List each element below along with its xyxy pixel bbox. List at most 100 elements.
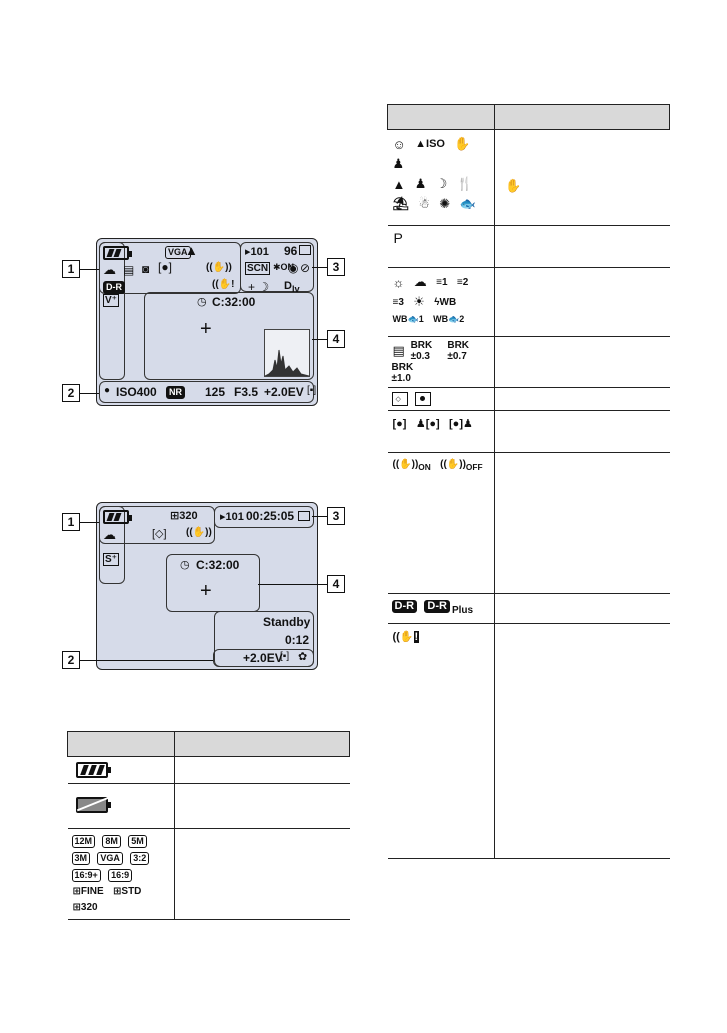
table-row: ☺ ▲ISO ✋ ♟ ▲ ♟ ☽ 🍴 ⛱ ☃ ✺ 🐟 ✋	[387, 129, 670, 226]
underwater-icon: 🐟	[459, 196, 476, 211]
left-row-battery-empty-desc	[174, 783, 350, 829]
movie-folder-icon: ▸101	[220, 511, 244, 523]
movie-frame-1-column	[99, 506, 125, 584]
wb-fluorescent-3-icon: ≡3	[392, 296, 404, 308]
right-row-wb-icon-cell: ☼ ☁ ≡1 ≡2 ≡3 ☀ ϟWB WB🐟1 WB🐟2	[387, 267, 495, 337]
image-size-3-2-icon: 3:2	[130, 852, 150, 865]
face-detection-auto-icon: [●]	[392, 417, 407, 430]
right-row-shake-icon-cell: ((✋!	[387, 623, 495, 859]
dr-plus-icon: D-R	[424, 600, 450, 613]
still-red-eye-icon: ◉	[288, 261, 299, 275]
still-battery-icon	[103, 246, 132, 260]
right-table-header-meaning	[494, 104, 670, 130]
still-frame-1-column	[99, 242, 125, 380]
movie-size-std-icon: ⊞STD	[113, 886, 142, 898]
movie-callout-4: 4	[327, 575, 345, 593]
still-scene-icon: SCN	[245, 262, 271, 275]
movie-multi-metering-icon: [▪]	[280, 651, 290, 662]
right-row-scene-icon-cell: ☺ ▲ISO ✋ ♟ ▲ ♟ ☽ 🍴 ⛱ ☃ ✺ 🐟	[387, 129, 495, 226]
fireworks-icon: ✺	[439, 196, 451, 211]
wb-fluorescent-1-icon: ≡1	[436, 276, 448, 288]
movie-callout-1: 1	[62, 513, 80, 531]
still-aperture: F3.5	[234, 385, 259, 399]
still-dr-icon: D-R	[103, 281, 125, 294]
right-row-wb-desc	[494, 267, 670, 337]
still-crosshair-icon: +	[200, 318, 212, 340]
left-table-header-meaning	[174, 731, 350, 757]
left-row-image-size-desc	[174, 828, 350, 920]
still-self-timer-icon: ◷	[197, 296, 207, 308]
right-row-dr-desc	[494, 593, 670, 624]
high-iso-icon: ▲ISO	[415, 138, 445, 150]
steadyshot-off-icon: ((✋))OFF	[440, 459, 483, 472]
movie-macro-icon: ✿	[298, 651, 308, 663]
still-af-illuminator-icon: ✱ON	[273, 262, 295, 272]
right-table-header	[387, 104, 670, 130]
image-size-16-9plus-icon: 16:9+	[71, 869, 101, 882]
face-detection-adult-icon: [●]♟	[449, 418, 473, 430]
movie-cloudy-icon: ☁	[103, 527, 116, 542]
soft-snap-icon: ♟	[392, 156, 405, 171]
wb-flash-icon: ϟWB	[434, 296, 457, 308]
twilight-icon: ☽	[435, 176, 448, 191]
still-lcd-screen	[96, 238, 318, 406]
landscape-icon: ▲	[392, 176, 406, 192]
movie-callout-2: 2	[62, 651, 80, 669]
still-histogram	[264, 329, 310, 377]
movie-steadyshot-icon: ((✋))	[186, 527, 212, 538]
still-vivid-icon: V⁺	[103, 294, 119, 307]
still-exposure: +2.0EV	[264, 385, 304, 399]
image-size-12m-icon: 12M	[71, 835, 96, 848]
wb-fluorescent-2-icon: ≡2	[456, 276, 469, 288]
image-size-3m-icon: 3M	[71, 852, 91, 865]
wb-underwater-2-icon: WB🐟2	[433, 314, 465, 325]
movie-recording-time: 00:25:05	[246, 509, 295, 523]
left-table-header-icon	[67, 731, 175, 757]
movie-lcd-screen	[96, 502, 318, 670]
table-row: P	[387, 225, 670, 268]
table-row: ◇	[387, 387, 670, 411]
left-row-battery-empty-icon-cell	[67, 783, 175, 829]
still-steadyshot-icon: ((✋))	[206, 262, 232, 273]
image-size-16-9-icon: 16:9	[108, 869, 133, 882]
movie-exposure: +2.0EV	[243, 651, 283, 665]
movie-leader-4	[258, 584, 327, 585]
right-row-scene-desc: ✋	[494, 129, 670, 226]
still-callout-2: 2	[62, 384, 80, 402]
movie-crosshair-icon: +	[200, 580, 212, 602]
left-row-image-size-icon-cell: 12M 8M 5M 3M VGA 3:2 16:9+ 16:9 ⊞FINE ⊞S…	[67, 828, 175, 920]
right-row-metering-desc	[494, 387, 670, 411]
still-shutter-speed: 125	[205, 385, 226, 399]
right-row-metering-icon-cell: ◇	[387, 387, 495, 411]
right-row-face-icon-cell: [●] ♟[●] [●]♟	[387, 410, 495, 453]
beach-icon: ⛱	[392, 196, 410, 211]
still-cloudy-icon: ☁	[103, 262, 116, 277]
still-leader-4	[312, 339, 327, 340]
table-row: [●] ♟[●] [●]♟	[387, 410, 670, 453]
right-table: ☺ ▲ISO ✋ ♟ ▲ ♟ ☽ 🍴 ⛱ ☃ ✺ 🐟 ✋ P ☼ ☁ ≡1 ≡2	[387, 104, 670, 859]
movie-leader-1	[80, 522, 99, 523]
dr-standard-icon: D-R	[391, 600, 418, 613]
camera-shake-warning-icon: ((✋!	[392, 631, 420, 643]
right-row-burst-icon-cell: ▤ BRK ±0.3 BRK ±0.7 BRK ±1.0	[387, 336, 495, 388]
movie-image-size: ⊞320	[170, 510, 198, 522]
still-shots-remaining: 96	[284, 244, 298, 258]
brk-07-icon: BRK ±0.7	[447, 340, 470, 362]
movie-frame-4	[166, 554, 260, 612]
program-mode-icon: P	[393, 230, 403, 246]
right-row-face-desc	[494, 410, 670, 453]
movie-time-left: 0:12	[285, 633, 310, 647]
right-row-program-desc	[494, 225, 670, 268]
still-macro-icon: + ☽	[248, 280, 270, 294]
still-burst-icon: ▤	[123, 263, 135, 277]
spot-metering-icon	[414, 392, 431, 406]
brk-03-icon: BRK ±0.3	[410, 340, 433, 362]
movie-size-fine-icon: ⊞FINE	[72, 886, 104, 898]
table-row: 12M 8M 5M 3M VGA 3:2 16:9+ 16:9 ⊞FINE ⊞S…	[67, 828, 350, 920]
still-spot-metering-icon: ◙	[142, 262, 150, 276]
table-row: ▤ BRK ±0.3 BRK ±0.7 BRK ±1.0	[387, 336, 670, 388]
right-row-steadyshot-desc	[494, 452, 670, 594]
movie-memory-icon	[298, 511, 310, 521]
